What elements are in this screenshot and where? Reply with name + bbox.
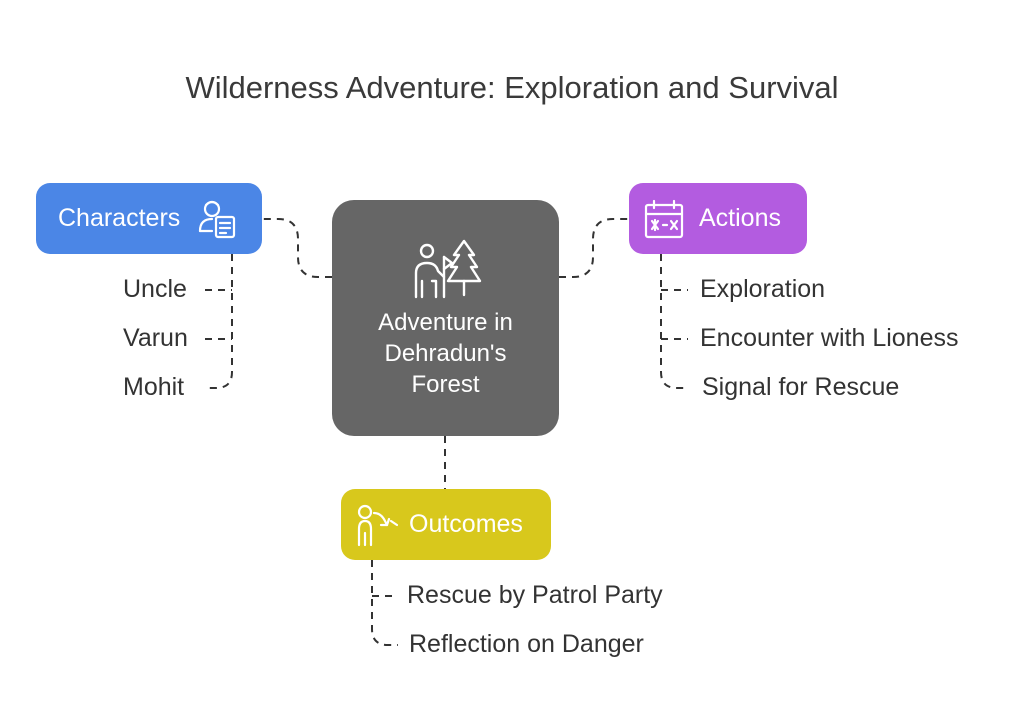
characters-node: Characters [36,183,262,254]
actions-label: Actions [699,204,781,232]
diagram-title: Wilderness Adventure: Exploration and Su… [185,70,839,105]
actions-item: Encounter with Lioness [700,324,959,352]
connector-actions-items [660,254,688,389]
outcomes-item: Reflection on Danger [409,630,644,658]
center-label: Adventure in Dehradun's Forest [378,308,513,398]
connector-center-characters [262,218,332,278]
hiker-with-tree-icon [414,239,481,298]
outcomes-label: Outcomes [409,510,523,538]
person-arrow-icon [357,504,399,546]
center-node: Adventure in Dehradun's Forest [332,200,559,436]
actions-node: Actions [629,183,807,254]
connector-center-actions [559,218,629,278]
calendar-icon [644,199,684,238]
outcomes-item: Rescue by Patrol Party [407,581,663,609]
actions-item: Exploration [700,275,826,303]
connector-characters-items [205,254,233,389]
characters-item: Varun [123,324,188,352]
connector-outcomes-items [371,560,398,646]
outcomes-node: Outcomes [341,489,551,560]
characters-label: Characters [58,204,181,232]
characters-item: Uncle [123,275,187,303]
characters-item: Mohit [123,373,185,401]
person-with-document-icon [199,200,236,238]
actions-item: Signal for Rescue [702,373,900,401]
